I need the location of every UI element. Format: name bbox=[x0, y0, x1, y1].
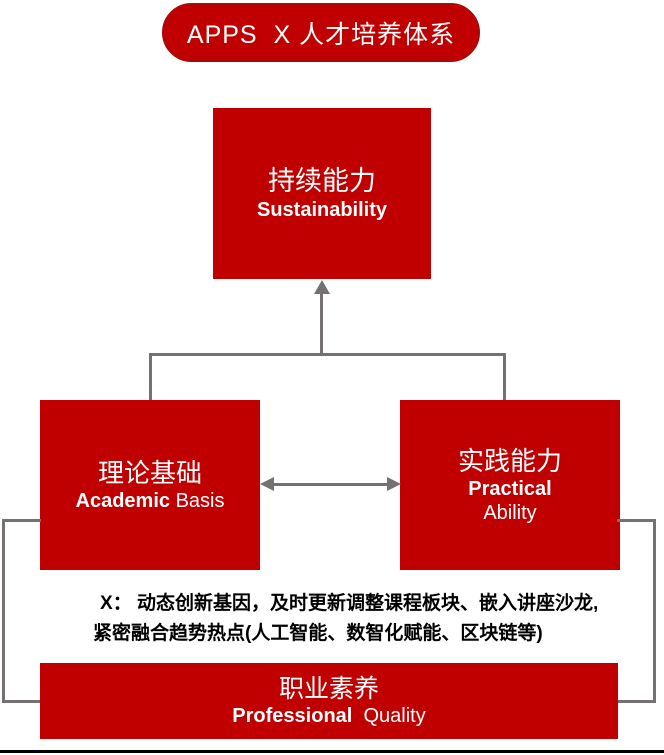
x-note-line1: X： 动态创新基因，及时更新调整课程板块、嵌入讲座沙龙, bbox=[93, 589, 618, 619]
academic-en-bold: Academic bbox=[75, 490, 171, 512]
left-arrowhead-icon bbox=[260, 477, 274, 491]
tree-connector bbox=[149, 353, 506, 400]
academic-en-label: Academic Basis bbox=[76, 489, 225, 513]
academic-en-rest: Basis bbox=[170, 490, 225, 512]
x-note-line2: 紧密融合趋势热点(人工智能、数智化赋能、区块链等) bbox=[93, 623, 543, 644]
professional-en-label: Professional Quality bbox=[232, 704, 425, 728]
x-note: X： 动态创新基因，及时更新调整课程板块、嵌入讲座沙龙, 紧密融合趋势热点(人工… bbox=[93, 589, 618, 649]
bidirectional-arrow-shaft bbox=[273, 483, 388, 486]
professional-en-bold: Professional bbox=[232, 704, 353, 727]
title-pill: APPS X 人才培养体系 bbox=[162, 3, 480, 62]
right-bracket-connector bbox=[617, 519, 656, 703]
practical-zh-label: 实践能力 bbox=[457, 446, 562, 476]
right-arrowhead-icon bbox=[387, 477, 401, 491]
sustainability-box: 持续能力 Sustainability bbox=[213, 108, 431, 279]
left-bracket-connector bbox=[2, 519, 41, 703]
page-title: APPS X 人才培养体系 bbox=[186, 20, 456, 49]
sustainability-zh-label: 持续能力 bbox=[268, 166, 376, 196]
practical-box: 实践能力 Practical Ability bbox=[400, 400, 620, 570]
x-note-line1-rest: ： 动态创新基因，及时更新调整课程板块、嵌入讲座沙龙, bbox=[112, 593, 599, 614]
bottom-divider bbox=[0, 750, 664, 753]
sustainability-en-label: Sustainability bbox=[256, 199, 388, 221]
academic-zh-label: 理论基础 bbox=[97, 458, 202, 488]
up-arrowhead-icon bbox=[314, 280, 330, 294]
professional-en-rest: Quality bbox=[352, 704, 426, 727]
academic-box: 理论基础 Academic Basis bbox=[40, 400, 260, 570]
professional-box: 职业素养 Professional Quality bbox=[40, 663, 618, 739]
up-arrow-shaft bbox=[320, 293, 323, 353]
x-note-prefix: X bbox=[100, 593, 113, 614]
practical-en-label: Practical bbox=[468, 478, 552, 500]
professional-zh-label: 职业素养 bbox=[278, 674, 379, 703]
practical-en-label2: Ability bbox=[483, 502, 537, 524]
